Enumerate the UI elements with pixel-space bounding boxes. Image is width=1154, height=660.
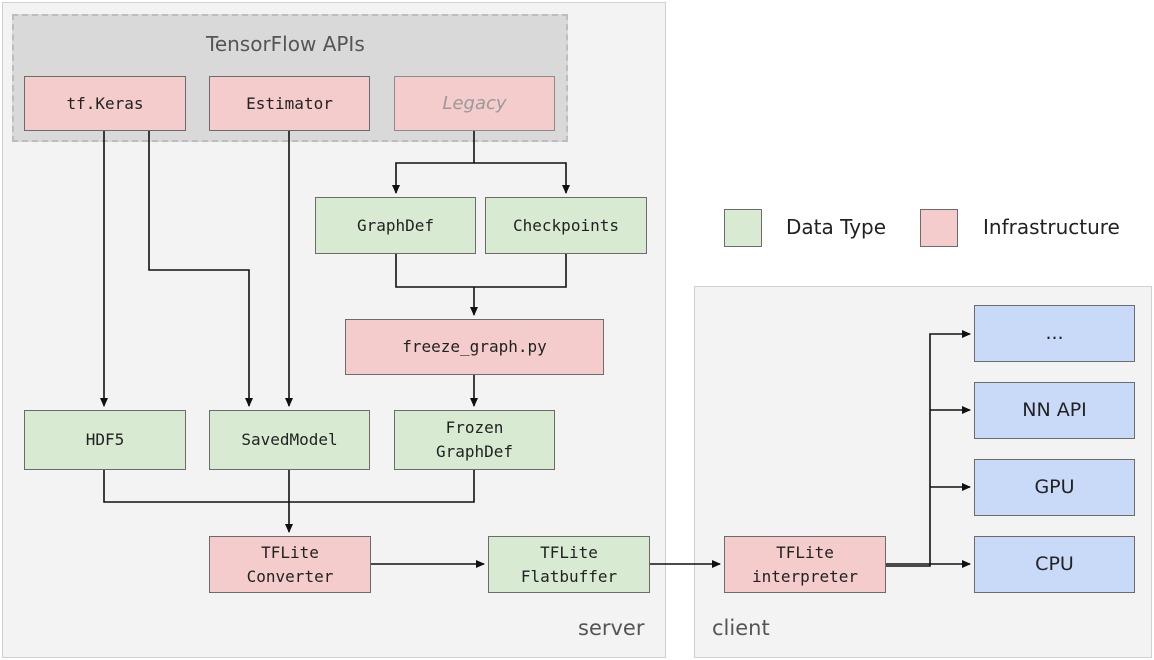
freeze-graph-node: freeze_graph.py — [345, 319, 604, 375]
backend-ellipsis-node: ... — [974, 305, 1135, 362]
backend-nnapi-node: NN API — [974, 382, 1135, 439]
tf-keras-node: tf.Keras — [24, 76, 186, 131]
estimator-node: Estimator — [209, 76, 370, 131]
backend-gpu-node: GPU — [974, 459, 1135, 516]
graphdef-node: GraphDef — [315, 197, 476, 254]
apis-title: TensorFlow APIs — [206, 32, 365, 56]
checkpoints-node: Checkpoints — [485, 197, 647, 254]
tflite-interpreter-node: TFLite interpreter — [724, 536, 886, 593]
tflite-converter-node: TFLite Converter — [209, 536, 371, 593]
legend-data-type-swatch — [724, 209, 762, 247]
tflite-flatbuffer-node: TFLite Flatbuffer — [488, 536, 650, 593]
frozen-graphdef-node: Frozen GraphDef — [394, 410, 555, 470]
legend-infrastructure-swatch — [920, 209, 958, 247]
legacy-node: Legacy — [394, 76, 555, 131]
legend-infrastructure-label: Infrastructure — [983, 215, 1120, 239]
hdf5-node: HDF5 — [24, 410, 186, 470]
backend-cpu-node: CPU — [974, 536, 1135, 593]
client-label: client — [712, 616, 770, 640]
legend-data-type-label: Data Type — [786, 215, 887, 239]
savedmodel-node: SavedModel — [209, 410, 370, 470]
server-label: server — [578, 616, 645, 640]
